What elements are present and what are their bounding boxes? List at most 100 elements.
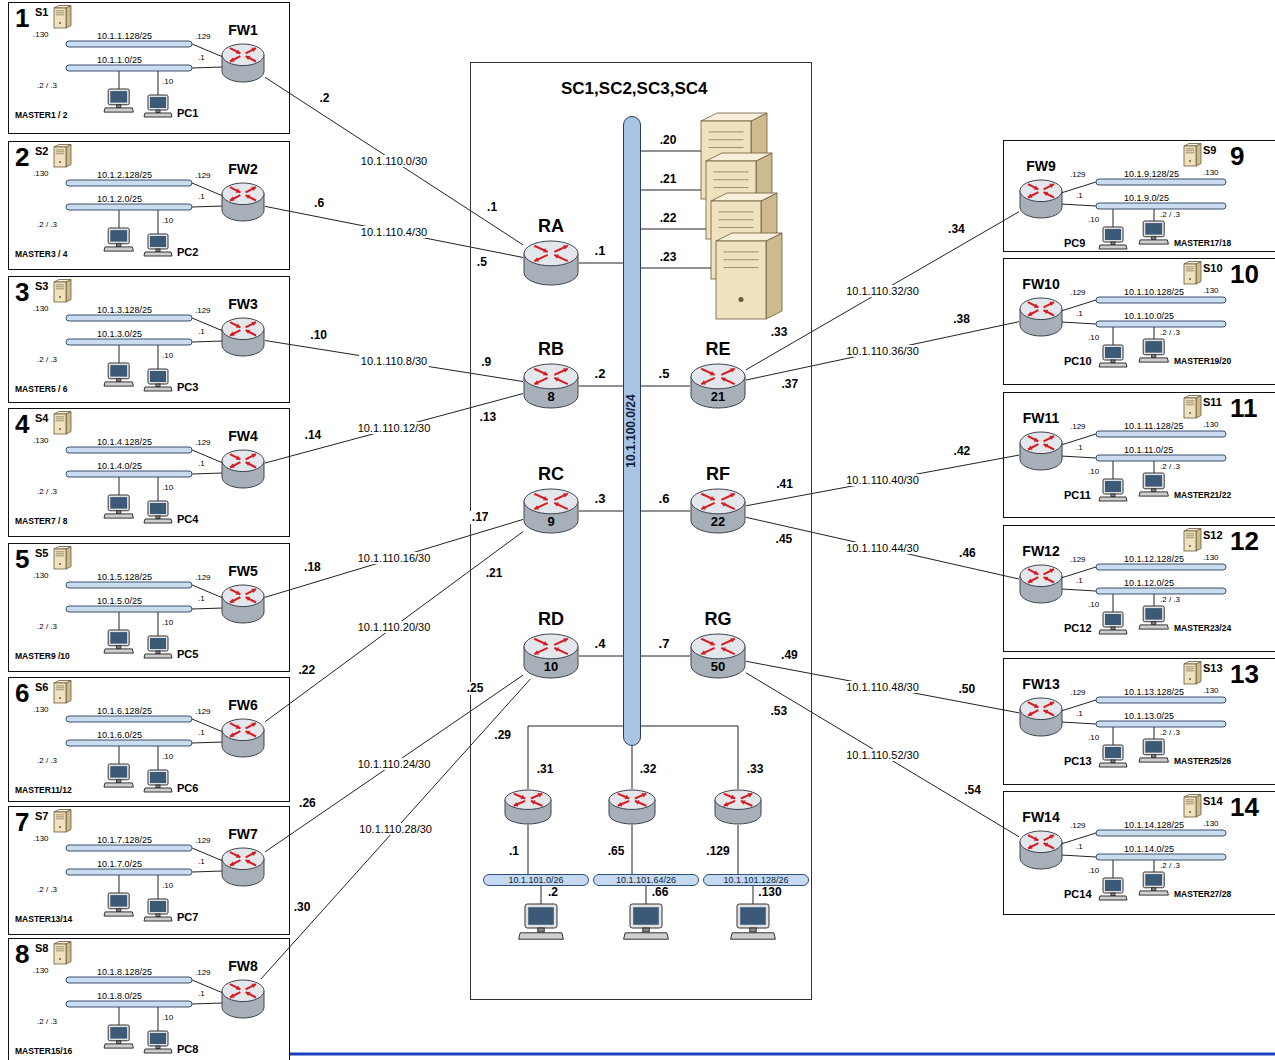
site-link — [1061, 589, 1096, 591]
router-icon — [505, 790, 551, 824]
firewall-router: FW11 — [1019, 431, 1063, 471]
pc-monitor — [525, 904, 557, 928]
site-number: 3 — [15, 278, 29, 308]
server-bay — [56, 950, 64, 951]
pc-keyboard — [104, 1044, 133, 1048]
router-number: 21 — [711, 390, 725, 405]
pc-keyboard — [624, 933, 669, 939]
pc-stand — [156, 110, 160, 113]
router-arrow — [635, 801, 646, 806]
host-drop — [1154, 727, 1155, 739]
server-bay — [1186, 670, 1194, 671]
router-arrow — [1028, 577, 1038, 582]
server-bay — [56, 10, 64, 11]
server-led — [59, 826, 61, 828]
router-top — [1020, 180, 1062, 202]
router-name: RF — [706, 464, 730, 485]
router-arrow — [246, 195, 256, 200]
router-number: 9 — [547, 515, 554, 530]
ip-address: .130 — [33, 705, 49, 714]
router-name: RE — [705, 339, 730, 360]
pc-icon — [1099, 745, 1127, 767]
server-bay — [56, 689, 64, 690]
server-front — [54, 414, 66, 434]
pc-keyboard — [104, 649, 133, 653]
router-top — [1020, 831, 1062, 853]
pc-stand — [117, 105, 121, 108]
lan-segment — [1096, 179, 1226, 185]
server-bay — [1186, 268, 1194, 269]
server-bay — [1186, 799, 1194, 800]
link-endpoint-ip: .46 — [957, 547, 978, 560]
router-arrow-head — [701, 650, 706, 654]
pc-icon — [1139, 606, 1168, 629]
server-bay — [56, 685, 64, 686]
server-top — [701, 113, 767, 121]
ip-address: .1 — [198, 327, 205, 336]
access-link — [528, 726, 529, 789]
router-arrow — [246, 731, 256, 736]
server-side — [1196, 662, 1201, 685]
router-arrow-head — [554, 254, 559, 258]
interface-ip: .129 — [704, 845, 731, 858]
ip-address: .129 — [1070, 288, 1086, 297]
router-icon — [222, 318, 264, 356]
pc-stand — [117, 511, 121, 514]
link-endpoint-ip: .1 — [485, 201, 499, 214]
host-label: MASTER13/14 — [15, 915, 72, 925]
subnet-label: 10.1.4.0/25 — [97, 461, 142, 471]
pc-screen — [110, 91, 127, 103]
host-drop — [1113, 727, 1114, 745]
pc-keyboard — [104, 514, 133, 518]
server-icon — [1184, 144, 1201, 167]
lan-segment — [1096, 830, 1226, 836]
router-icon — [715, 790, 761, 824]
pc-monitor — [1143, 339, 1164, 355]
pc-stand — [117, 646, 121, 649]
pc-keyboard — [731, 933, 776, 939]
lan-segment — [1096, 297, 1226, 303]
server-bay — [56, 288, 64, 289]
server-bay — [56, 946, 64, 947]
server-name: S8 — [35, 942, 48, 955]
ip-address: .10 — [162, 618, 173, 627]
router-arrow-head — [701, 380, 706, 384]
server-led — [1189, 278, 1191, 280]
router-arrow-head — [534, 257, 539, 261]
router-arrow — [721, 369, 734, 375]
router-icon — [691, 364, 745, 408]
node-illustration — [221, 979, 265, 1019]
pc-label: PC10 — [1064, 355, 1092, 368]
ip-address: .1 — [198, 857, 205, 866]
ip-address: .2 / .3 — [37, 885, 57, 894]
server-bay — [56, 420, 64, 421]
firewall-router: FW3 — [221, 317, 265, 357]
host-drop — [119, 746, 120, 764]
ip-address: .2 / .3 — [37, 81, 57, 90]
pc-icon — [1099, 345, 1127, 367]
firewall-name: FW5 — [228, 563, 258, 579]
site-link — [1061, 322, 1096, 324]
router-top — [691, 364, 745, 389]
router-top — [524, 634, 578, 659]
core-illustration — [505, 113, 782, 939]
server-bay — [719, 227, 754, 228]
router-top — [524, 489, 578, 514]
host-drop — [119, 477, 120, 495]
pc-stand — [1152, 489, 1156, 492]
interface-ip: .1 — [593, 244, 608, 258]
server-bay — [714, 171, 749, 172]
host-drop — [1154, 461, 1155, 473]
router-arrow — [1028, 184, 1038, 189]
server-icon — [54, 6, 71, 29]
server-icon — [1184, 795, 1201, 818]
server-bay — [1186, 668, 1194, 669]
router-top — [222, 719, 264, 741]
network-link — [579, 386, 623, 387]
subnet-label: 10.1.5.128/25 — [97, 572, 152, 582]
pc-icon — [1099, 227, 1127, 249]
ip-address: .10 — [162, 351, 173, 360]
router-top — [691, 634, 745, 659]
pc-screen — [1105, 880, 1121, 891]
site-number: 2 — [15, 143, 29, 173]
